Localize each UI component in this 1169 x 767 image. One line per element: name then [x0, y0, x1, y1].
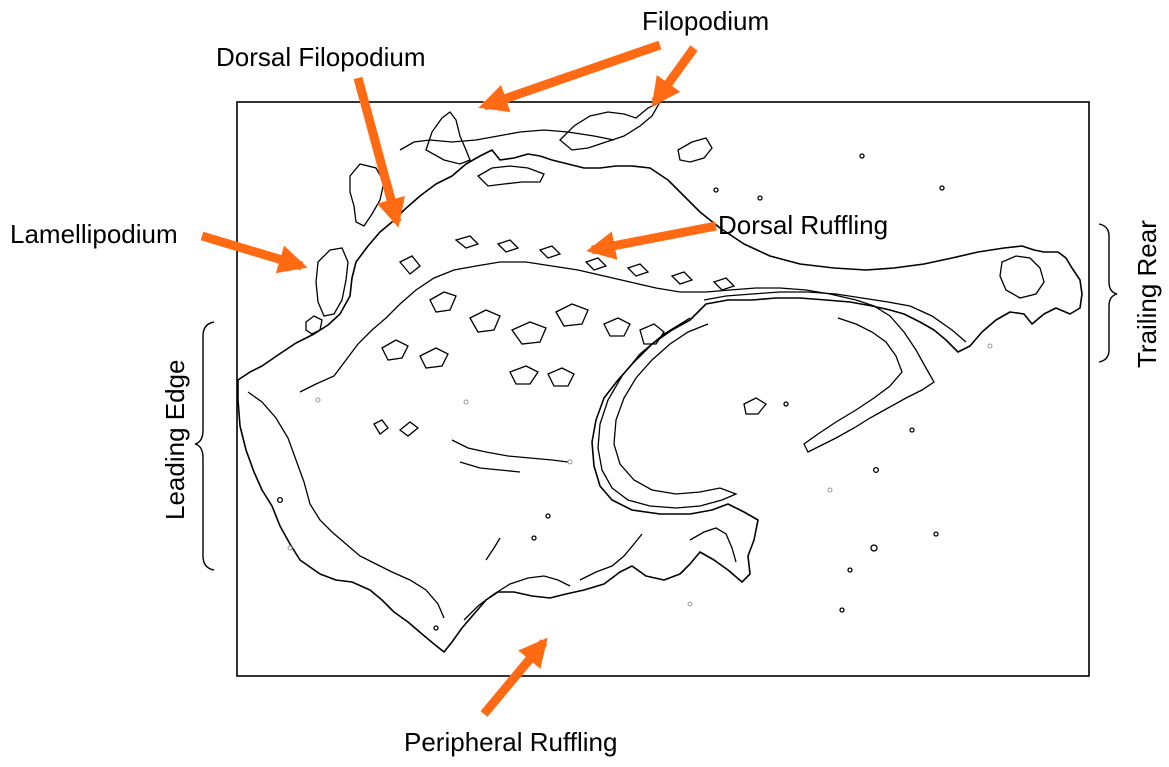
leading-edge-brace	[195, 322, 214, 570]
label-filopodium: Filopodium	[642, 6, 769, 36]
label-lamellipodium: Lamellipodium	[10, 219, 178, 249]
arrow-filopodium-right	[655, 48, 694, 102]
arrow-filopodium-left	[484, 45, 660, 106]
label-leading-edge: Leading Edge	[160, 360, 190, 520]
label-dorsal-filopodium: Dorsal Filopodium	[216, 42, 426, 72]
label-peripheral-ruffling: Peripheral Ruffling	[404, 727, 617, 757]
label-trailing-rear: Trailing Rear	[1132, 220, 1162, 368]
image-frame	[237, 102, 1089, 676]
label-dorsal-ruffling: Dorsal Ruffling	[718, 210, 888, 240]
trailing-rear-brace	[1099, 224, 1117, 362]
